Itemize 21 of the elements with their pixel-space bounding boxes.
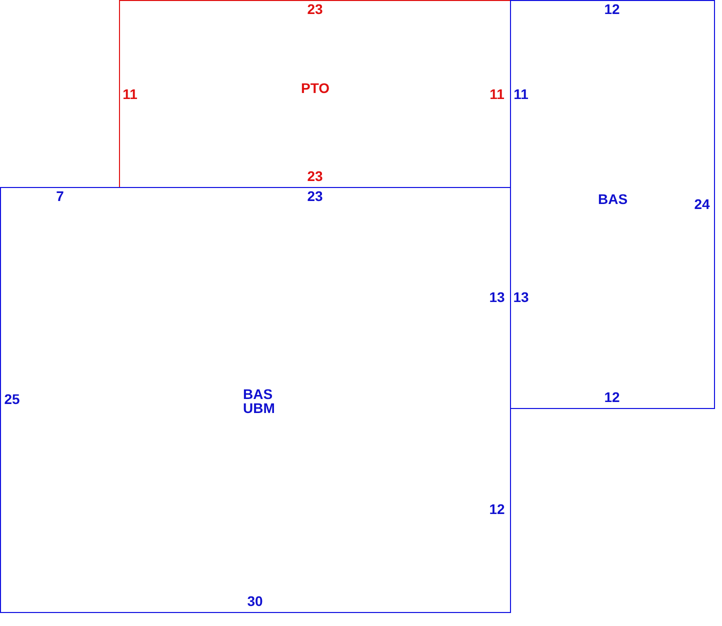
dimension-text: 23: [307, 168, 323, 184]
dimension-text: 12: [604, 1, 620, 17]
dimension-text: 11: [490, 86, 504, 102]
dimension-text: 12: [489, 501, 505, 517]
dimension-text: 7: [56, 188, 64, 204]
dimension-text: 30: [247, 593, 263, 609]
dimension-text: 25: [4, 391, 20, 407]
dimension-text: 12: [604, 389, 620, 405]
dimension-text: 13: [513, 289, 529, 305]
dimension-text: 11: [122, 86, 138, 102]
room-outline: [510, 0, 715, 409]
room-label: BAS: [598, 192, 629, 206]
dimension-text: 23: [307, 188, 323, 204]
dimension-text: 23: [307, 1, 323, 17]
dimension-text: 13: [489, 289, 505, 305]
room-outline: [0, 187, 511, 613]
room-label: BAS UBM: [243, 387, 276, 415]
dimension-text: 24: [694, 196, 710, 212]
dimension-text: 11: [514, 86, 528, 102]
room-label: PTO: [301, 81, 331, 95]
room-outline: [119, 0, 511, 188]
